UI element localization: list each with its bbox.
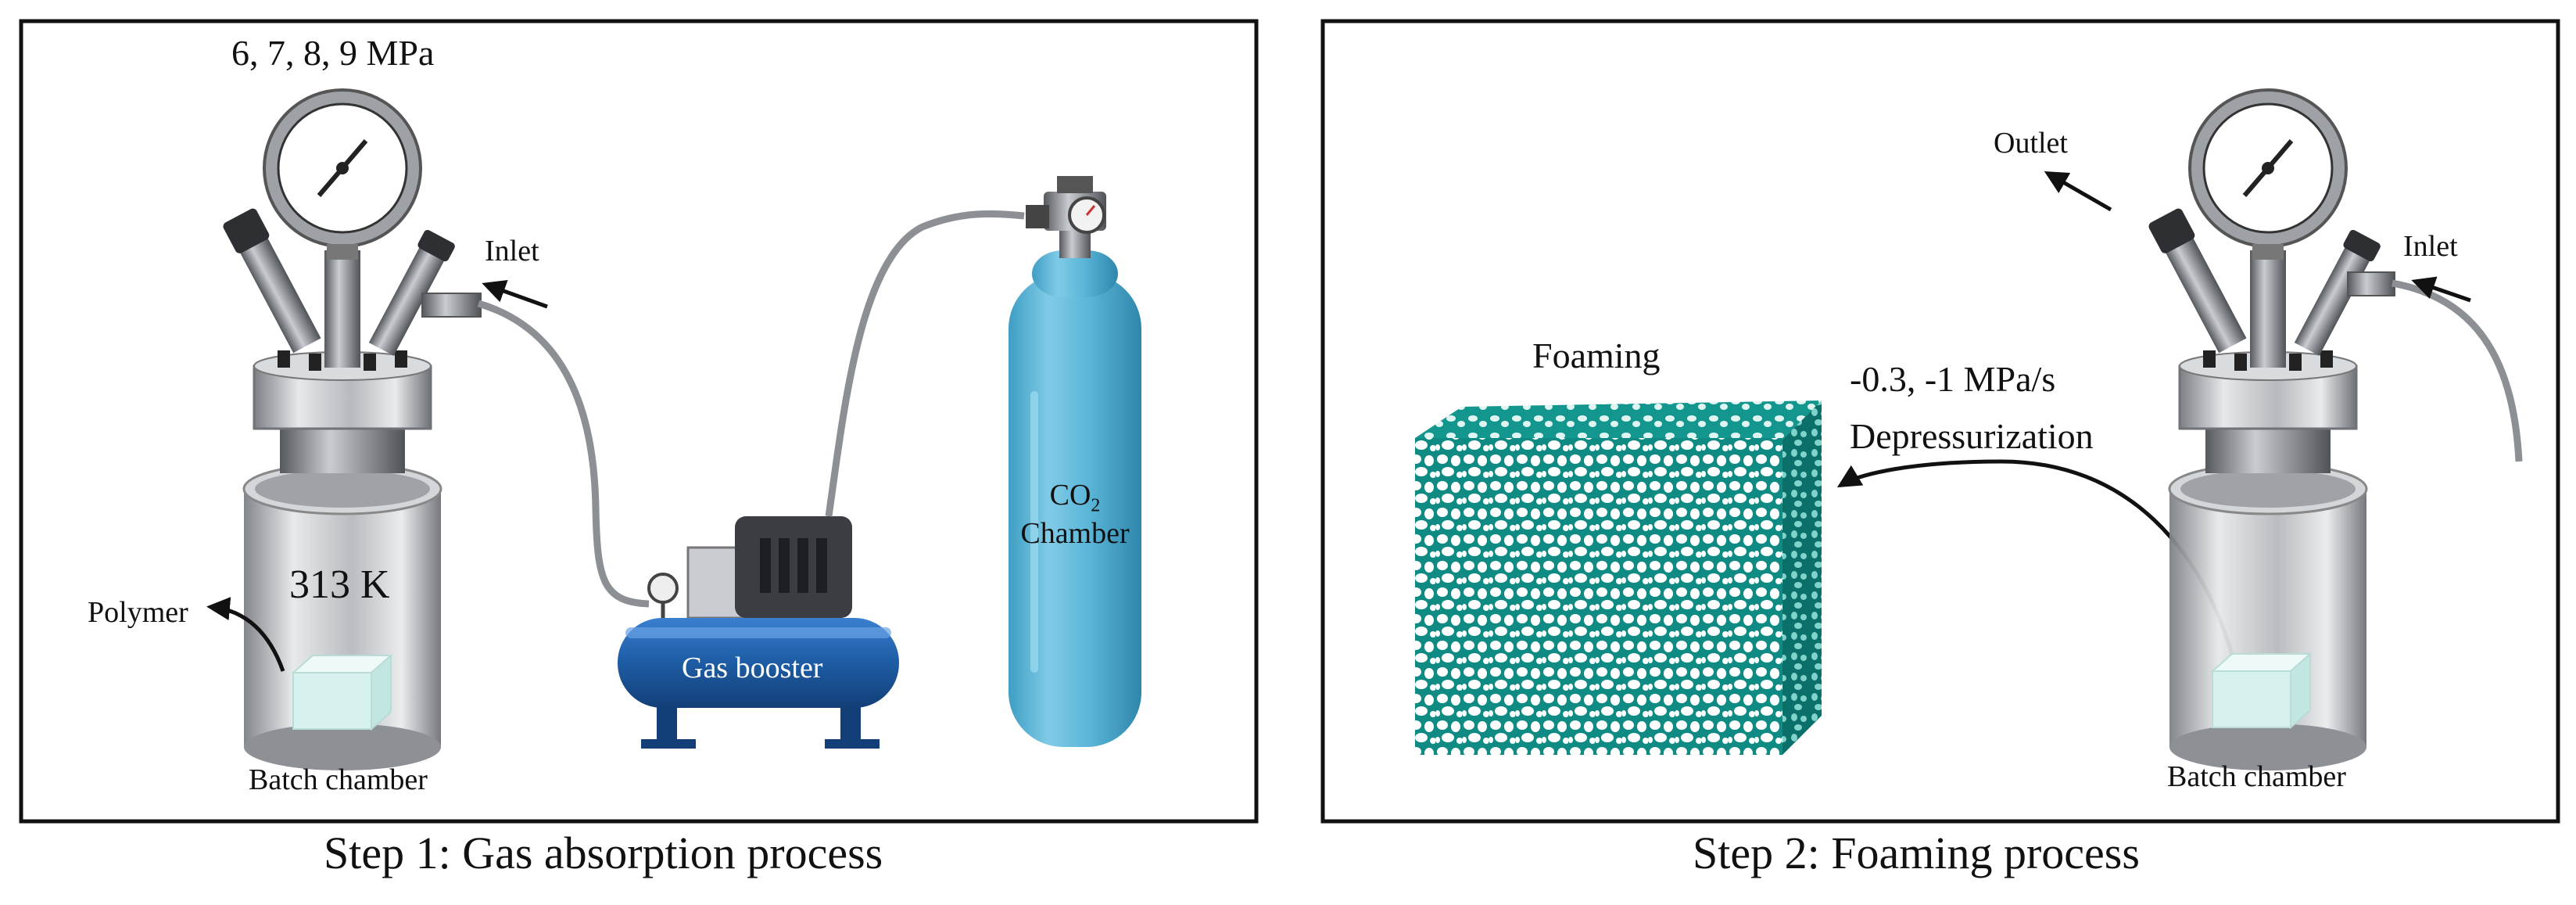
foaming-label: Foaming — [1532, 336, 1661, 375]
batch-chamber-label-1: Batch chamber — [249, 763, 428, 796]
inlet-arrow-1 — [482, 279, 548, 309]
polymer-cube — [291, 653, 393, 731]
inlet-arrow-2 — [2411, 276, 2471, 303]
gas-booster — [618, 516, 899, 749]
pressure-gauge-2 — [2188, 88, 2348, 260]
inlet-label-1: Inlet — [485, 235, 539, 268]
outlet-label: Outlet — [1994, 127, 2068, 160]
depressurization-label: Depressurization — [1850, 416, 2094, 456]
polymer-label: Polymer — [88, 596, 188, 629]
pressure-gauge-1 — [263, 88, 422, 260]
step1-caption: Step 1: Gas absorption process — [324, 828, 883, 878]
rate-label: -0.3, -1 MPa/s — [1850, 359, 2056, 399]
co2-cylinder — [1009, 176, 1141, 747]
hose-reactor-to-booster — [477, 300, 650, 608]
co2-chamber-label: CO2 Chamber — [1009, 479, 1141, 551]
co2-chamber-word: Chamber — [1020, 517, 1130, 551]
hose-booster-to-cylinder — [825, 210, 1025, 517]
batch-chamber-reactor-2 — [2148, 88, 2395, 770]
batch-chamber-reactor-1 — [223, 88, 482, 770]
batch-chamber-label-2: Batch chamber — [2167, 760, 2346, 793]
temperature-label: 313 K — [289, 562, 390, 607]
gas-booster-label: Gas booster — [682, 652, 823, 684]
foam-block — [1415, 400, 1822, 755]
inlet-label-2: Inlet — [2403, 230, 2458, 263]
polymer-cube-2 — [2210, 652, 2313, 730]
co2-formula: CO2 — [1049, 479, 1101, 516]
step2-caption: Step 2: Foaming process — [1693, 828, 2140, 878]
pressure-label: 6, 7, 8, 9 MPa — [231, 33, 435, 73]
outlet-arrow — [2044, 171, 2112, 212]
polymer-arrow — [206, 597, 285, 672]
